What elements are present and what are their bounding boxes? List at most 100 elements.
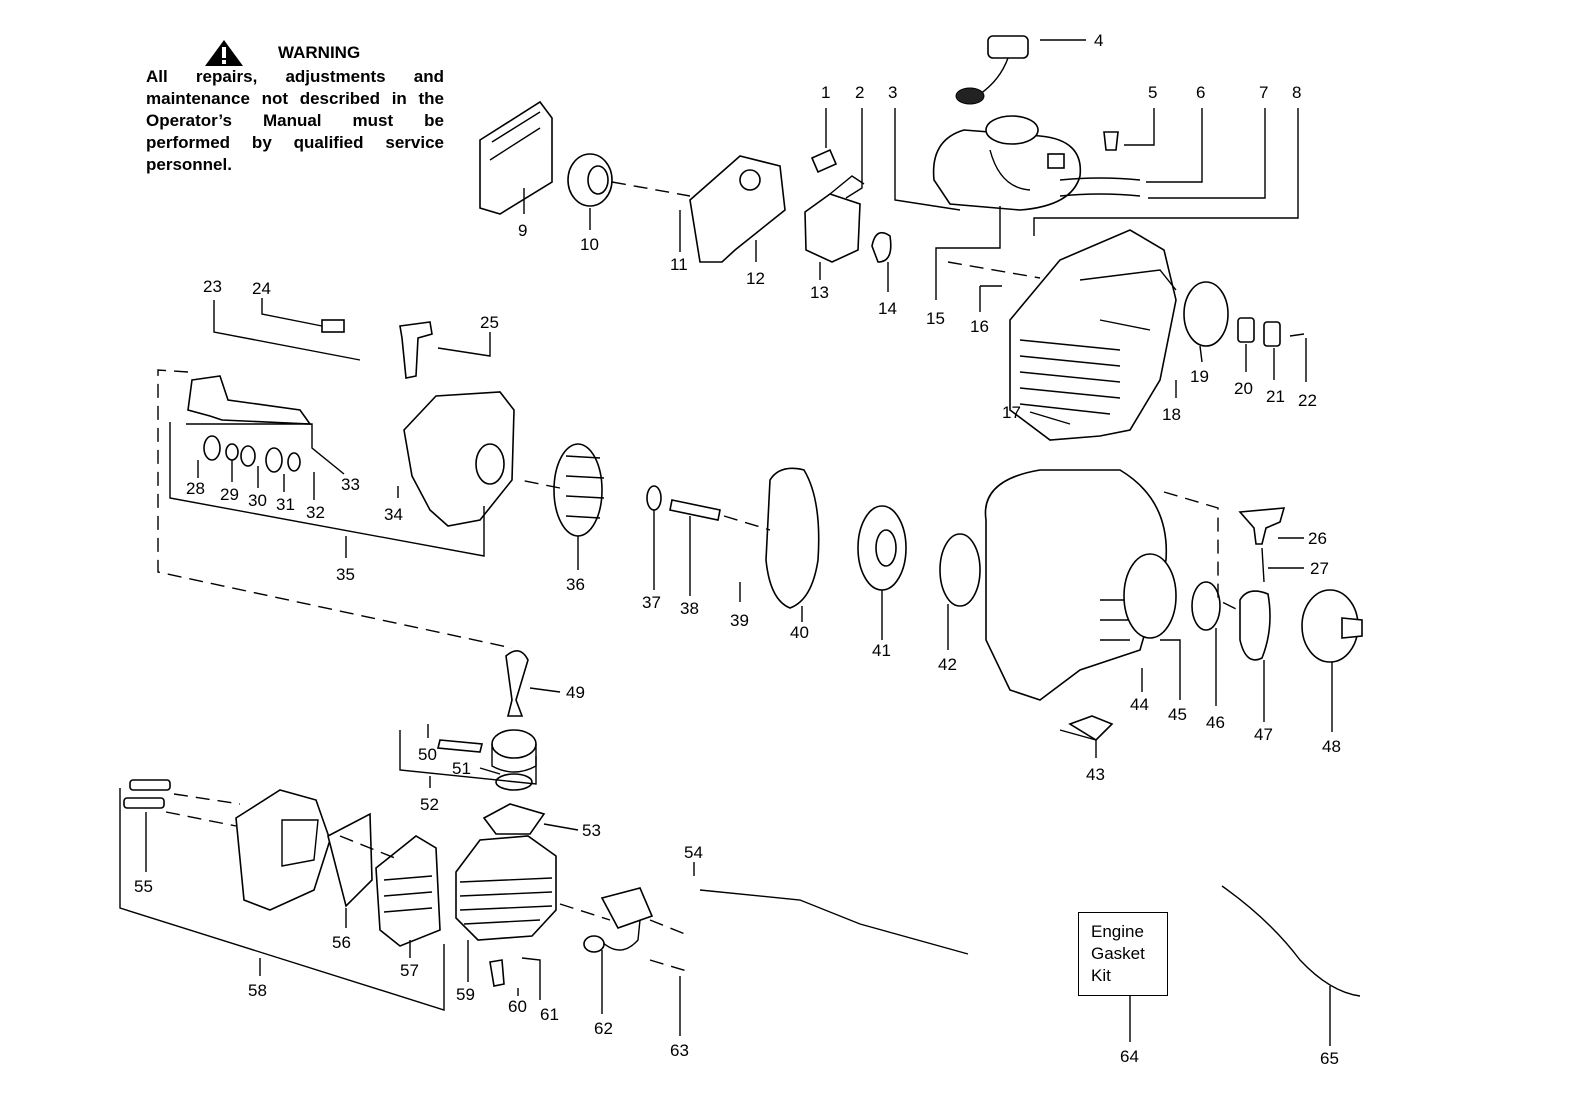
part-label-19: 19 bbox=[1190, 367, 1209, 386]
part-drawings bbox=[123, 35, 1363, 997]
cylinder-drawing bbox=[455, 835, 557, 941]
ring-29-drawing bbox=[225, 443, 239, 461]
rewind-42-drawing bbox=[939, 533, 981, 607]
assembly-guides bbox=[157, 369, 1239, 973]
part-label-26: 26 bbox=[1308, 529, 1327, 548]
part-label-63: 63 bbox=[670, 1041, 689, 1060]
spacer-20-drawing bbox=[1237, 317, 1255, 343]
part-label-30: 30 bbox=[248, 491, 267, 510]
part-label-21: 21 bbox=[1266, 387, 1285, 406]
bracket-25-drawing bbox=[399, 321, 433, 379]
kit-line-1: Engine bbox=[1091, 922, 1144, 941]
part-label-55: 55 bbox=[134, 877, 153, 896]
part-label-53: 53 bbox=[582, 821, 601, 840]
part-label-45: 45 bbox=[1168, 705, 1187, 724]
part-label-35: 35 bbox=[336, 565, 355, 584]
part-label-25: 25 bbox=[480, 313, 499, 332]
muffler-drawing bbox=[235, 789, 331, 911]
ignition-module-drawing bbox=[600, 887, 654, 929]
part-label-15: 15 bbox=[926, 309, 945, 328]
part-label-29: 29 bbox=[220, 485, 239, 504]
part-label-32: 32 bbox=[306, 503, 325, 522]
shaft-38-drawing bbox=[669, 499, 721, 521]
fuel-tank-drawing bbox=[932, 129, 1082, 211]
part-label-22: 22 bbox=[1298, 391, 1317, 410]
part-label-24: 24 bbox=[252, 279, 271, 298]
warning-notice: WARNING All repairs, adjustments and mai… bbox=[146, 40, 444, 176]
air-filter-cover-drawing bbox=[479, 100, 553, 215]
pawl-carrier-drawing bbox=[1239, 590, 1271, 661]
part-label-13: 13 bbox=[810, 283, 829, 302]
part-label-28: 28 bbox=[186, 479, 205, 498]
washer-46-drawing bbox=[1191, 581, 1221, 631]
baffle-drawing bbox=[327, 812, 373, 908]
part-label-20: 20 bbox=[1234, 379, 1253, 398]
part-number-labels: 1 2 3 4 5 6 7 8 9 10 11 12 13 14 15 16 1… bbox=[134, 31, 1341, 1068]
part-label-37: 37 bbox=[642, 593, 661, 612]
part-label-11: 11 bbox=[670, 255, 688, 274]
kit-line-2: Gasket bbox=[1091, 944, 1145, 963]
starter-handle-drawing bbox=[1238, 507, 1286, 545]
spacer-21-drawing bbox=[1263, 321, 1281, 347]
part-label-47: 47 bbox=[1254, 725, 1273, 744]
clip-24-drawing bbox=[321, 319, 345, 333]
part-label-65: 65 bbox=[1320, 1049, 1339, 1068]
crankshaft-drawing bbox=[187, 375, 312, 425]
connecting-rod-drawing bbox=[505, 650, 529, 717]
o-ring-drawing bbox=[1183, 281, 1229, 347]
seal-28-drawing bbox=[203, 435, 221, 461]
throttle-cable-drawing bbox=[1221, 885, 1361, 997]
leader-lines bbox=[119, 39, 1333, 1046]
cylinder-gasket-drawing bbox=[482, 803, 546, 835]
part-label-48: 48 bbox=[1322, 737, 1341, 756]
warning-text: All repairs, adjustments and maintenance… bbox=[146, 67, 444, 174]
warning-triangle-icon bbox=[205, 40, 243, 66]
part-label-34: 34 bbox=[384, 505, 403, 524]
part-label-60: 60 bbox=[508, 997, 527, 1016]
part-label-6: 6 bbox=[1196, 83, 1205, 102]
part-label-41: 41 bbox=[872, 641, 891, 660]
wrist-pin-drawing bbox=[436, 739, 484, 753]
part-label-42: 42 bbox=[938, 655, 957, 674]
engine-gasket-kit-box: Engine Gasket Kit bbox=[1078, 912, 1168, 996]
part-label-38: 38 bbox=[680, 599, 699, 618]
part-label-49: 49 bbox=[566, 683, 585, 702]
part-label-4: 4 bbox=[1094, 31, 1103, 50]
part-label-17: 17 bbox=[1002, 403, 1021, 422]
part-label-39: 39 bbox=[730, 611, 749, 630]
part-label-64: 64 bbox=[1120, 1047, 1139, 1066]
screw-55-drawing bbox=[129, 779, 171, 791]
primer-bulb-drawing bbox=[810, 148, 838, 174]
carburetor-drawing bbox=[804, 193, 861, 263]
part-label-2: 2 bbox=[855, 83, 864, 102]
part-label-36: 36 bbox=[566, 575, 585, 594]
washer-37-drawing bbox=[646, 485, 662, 511]
part-label-27: 27 bbox=[1310, 559, 1329, 578]
part-label-1: 1 bbox=[821, 83, 830, 102]
part-label-50: 50 bbox=[418, 745, 437, 764]
filter-base-drawing bbox=[689, 155, 786, 263]
part-label-43: 43 bbox=[1086, 765, 1105, 784]
part-label-8: 8 bbox=[1292, 83, 1301, 102]
ring-32-drawing bbox=[287, 452, 301, 472]
fuel-filter-drawing bbox=[1103, 131, 1119, 151]
part-label-59: 59 bbox=[456, 985, 475, 1004]
bearing-30-drawing bbox=[240, 445, 256, 467]
carburetor-gasket-drawing bbox=[871, 231, 892, 263]
part-label-62: 62 bbox=[594, 1019, 613, 1038]
part-label-44: 44 bbox=[1130, 695, 1149, 714]
part-label-18: 18 bbox=[1162, 405, 1181, 424]
shroud-40-drawing bbox=[765, 467, 820, 609]
heat-shield-drawing bbox=[375, 835, 441, 947]
fuel-cap-drawing bbox=[987, 35, 1029, 59]
part-label-56: 56 bbox=[332, 933, 351, 952]
handle-43-drawing bbox=[1068, 715, 1114, 742]
part-label-57: 57 bbox=[400, 961, 419, 980]
part-label-31: 31 bbox=[276, 495, 295, 514]
part-label-5: 5 bbox=[1148, 83, 1157, 102]
part-label-61: 61 bbox=[540, 1005, 559, 1024]
part-label-14: 14 bbox=[878, 299, 897, 318]
part-label-33: 33 bbox=[341, 475, 360, 494]
warning-title: WARNING bbox=[278, 43, 361, 62]
